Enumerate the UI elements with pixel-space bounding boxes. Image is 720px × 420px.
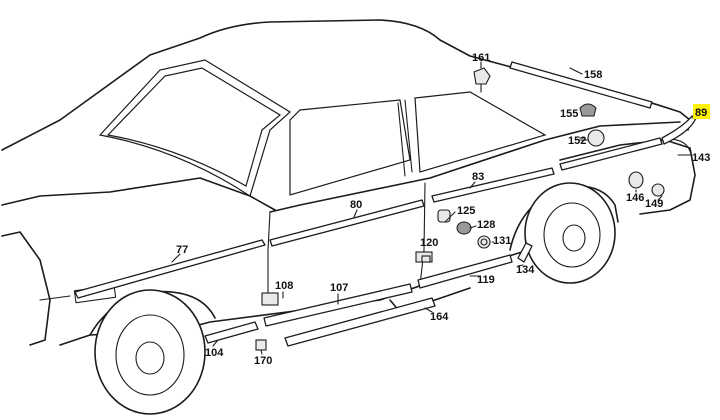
callout-83: 83 [472, 171, 484, 183]
callout-labels: 161 158 89 155 152 143 83 80 146 149 125… [176, 52, 710, 367]
strip-89-rear-arch [661, 115, 697, 145]
clip-125 [437, 209, 451, 223]
clip-170 [255, 339, 267, 351]
strip-107 [263, 283, 413, 327]
callout-107: 107 [330, 282, 348, 294]
rear-wheel [524, 182, 616, 284]
callout-125: 125 [457, 205, 475, 217]
callout-89-highlight [693, 104, 710, 119]
callout-120: 120 [420, 237, 438, 249]
callout-108: 108 [275, 280, 293, 292]
callout-170: 170 [254, 355, 272, 367]
callout-149: 149 [645, 198, 663, 210]
clip-128 [456, 221, 472, 235]
strip-83 [431, 167, 555, 203]
callout-89: 89 [695, 107, 707, 119]
clip-131 [477, 235, 491, 249]
callout-128: 128 [477, 219, 495, 231]
callout-161: 161 [472, 52, 490, 64]
clip-146 [628, 171, 644, 189]
callout-134: 134 [516, 264, 535, 276]
strip-164 [284, 297, 436, 347]
callout-155: 155 [560, 108, 578, 120]
windows [98, 59, 547, 197]
callout-146: 146 [626, 192, 644, 204]
strip-134 [517, 242, 533, 263]
strip-104 [204, 321, 259, 344]
callout-164: 164 [430, 311, 449, 323]
strip-158-roof [509, 61, 653, 109]
clip-161 [473, 67, 491, 93]
clip-149 [651, 183, 665, 197]
callout-131: 131 [493, 235, 511, 247]
callout-119: 119 [477, 274, 495, 286]
callout-80: 80 [350, 199, 362, 211]
strip-80 [269, 199, 425, 247]
callout-143: 143 [692, 152, 710, 164]
strip-77 [74, 239, 266, 299]
callout-104: 104 [205, 347, 224, 359]
clip-108 [261, 292, 279, 306]
clip-152-screw [579, 129, 605, 147]
strip-152-rear [559, 137, 663, 171]
strip-119 [417, 254, 513, 289]
front-wheel [94, 289, 206, 415]
callout-152: 152 [568, 135, 586, 147]
clip-155 [579, 103, 597, 117]
callout-77: 77 [176, 244, 188, 256]
clip-120 [415, 251, 433, 263]
callout-158: 158 [584, 69, 602, 81]
